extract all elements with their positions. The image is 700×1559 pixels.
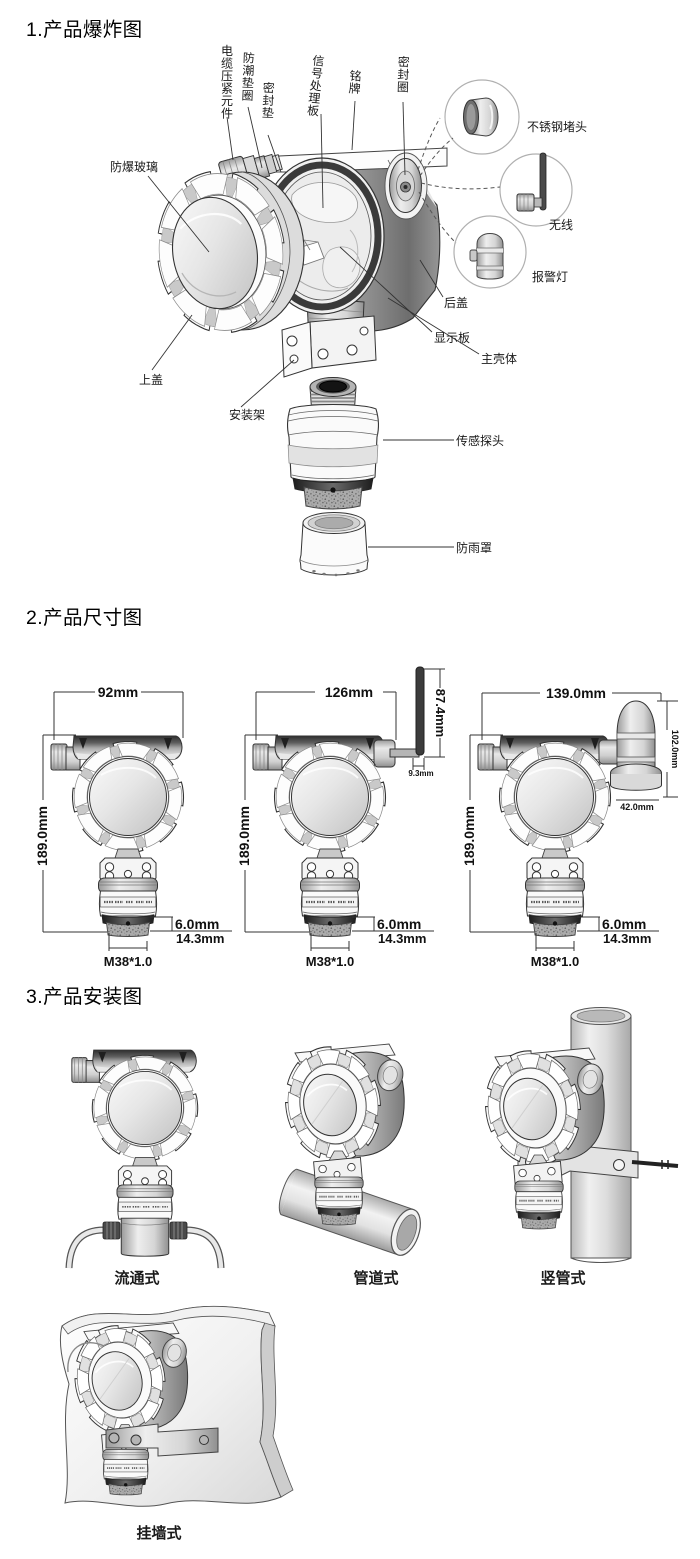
svg-text:元: 元 bbox=[221, 94, 233, 108]
svg-text:紧: 紧 bbox=[221, 82, 233, 96]
svg-text:理: 理 bbox=[308, 91, 321, 106]
svg-text:防: 防 bbox=[243, 50, 256, 65]
svg-text:M38*1.0: M38*1.0 bbox=[104, 954, 152, 969]
svg-text:防爆玻璃: 防爆玻璃 bbox=[110, 159, 158, 174]
svg-text:6.0mm: 6.0mm bbox=[377, 916, 421, 932]
svg-text:封: 封 bbox=[397, 67, 409, 81]
svg-text:14.3mm: 14.3mm bbox=[378, 931, 426, 946]
svg-text:2.产品尺寸图: 2.产品尺寸图 bbox=[26, 607, 143, 629]
svg-text:87.4mm: 87.4mm bbox=[433, 689, 448, 737]
svg-text:主壳体: 主壳体 bbox=[481, 352, 517, 366]
svg-text:显示板: 显示板 bbox=[434, 331, 470, 345]
svg-text:管道式: 管道式 bbox=[353, 1269, 398, 1287]
svg-text:牌: 牌 bbox=[348, 81, 361, 96]
svg-text:铭: 铭 bbox=[349, 68, 362, 84]
svg-text:安装架: 安装架 bbox=[229, 407, 265, 422]
svg-text:处: 处 bbox=[309, 78, 322, 93]
svg-text:3.产品安装图: 3.产品安装图 bbox=[26, 986, 143, 1008]
svg-text:189.0mm: 189.0mm bbox=[461, 806, 477, 866]
svg-text:密: 密 bbox=[398, 54, 411, 69]
svg-text:流通式: 流通式 bbox=[114, 1269, 159, 1287]
svg-text:9.3mm: 9.3mm bbox=[408, 769, 433, 778]
svg-text:6.0mm: 6.0mm bbox=[175, 916, 219, 932]
svg-text:M38*1.0: M38*1.0 bbox=[306, 954, 354, 969]
svg-text:挂墙式: 挂墙式 bbox=[136, 1524, 181, 1542]
svg-text:圈: 圈 bbox=[397, 80, 409, 94]
svg-text:垫: 垫 bbox=[262, 105, 275, 120]
svg-text:不锈钢堵头: 不锈钢堵头 bbox=[527, 120, 587, 134]
svg-text:缆: 缆 bbox=[221, 57, 233, 71]
svg-text:上盖: 上盖 bbox=[139, 373, 163, 387]
svg-text:126mm: 126mm bbox=[325, 684, 373, 700]
svg-text:42.0mm: 42.0mm bbox=[620, 802, 654, 812]
svg-text:14.3mm: 14.3mm bbox=[603, 931, 651, 946]
svg-text:无线: 无线 bbox=[549, 218, 573, 232]
svg-text:板: 板 bbox=[306, 103, 319, 118]
svg-text:压: 压 bbox=[221, 69, 233, 83]
svg-text:14.3mm: 14.3mm bbox=[176, 931, 224, 946]
svg-text:6.0mm: 6.0mm bbox=[602, 916, 646, 932]
svg-text:封: 封 bbox=[262, 93, 274, 107]
svg-text:防雨罩: 防雨罩 bbox=[456, 540, 492, 555]
svg-text:垫: 垫 bbox=[242, 75, 255, 90]
svg-text:电: 电 bbox=[221, 44, 233, 58]
svg-text:密: 密 bbox=[263, 80, 276, 95]
svg-text:1.产品爆炸图: 1.产品爆炸图 bbox=[26, 19, 143, 41]
svg-text:传感探头: 传感探头 bbox=[456, 433, 504, 448]
svg-text:潮: 潮 bbox=[242, 62, 255, 77]
svg-text:报警灯: 报警灯 bbox=[532, 269, 568, 284]
svg-text:信: 信 bbox=[312, 54, 325, 69]
svg-text:M38*1.0: M38*1.0 bbox=[531, 954, 579, 969]
svg-text:139.0mm: 139.0mm bbox=[546, 685, 606, 701]
svg-text:圈: 圈 bbox=[241, 88, 253, 102]
svg-text:件: 件 bbox=[221, 107, 233, 121]
svg-text:号: 号 bbox=[310, 66, 323, 81]
svg-text:189.0mm: 189.0mm bbox=[34, 806, 50, 866]
svg-text:竖管式: 竖管式 bbox=[540, 1269, 585, 1287]
svg-text:后盖: 后盖 bbox=[444, 296, 468, 310]
svg-text:102.0mm: 102.0mm bbox=[670, 730, 680, 769]
svg-text:92mm: 92mm bbox=[98, 684, 138, 700]
svg-text:189.0mm: 189.0mm bbox=[236, 806, 252, 866]
